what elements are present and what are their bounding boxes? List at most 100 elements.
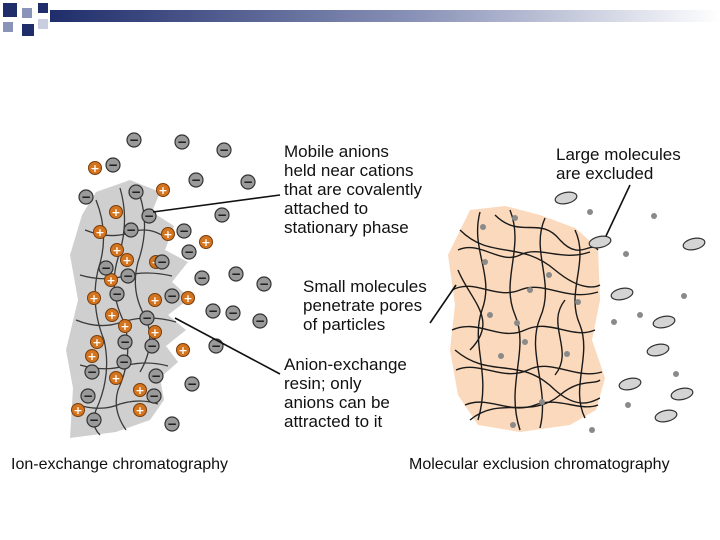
label-mobile-anions: Mobile anions held near cations that are…: [284, 142, 422, 237]
cation: +: [149, 326, 162, 340]
anion-sign: −: [191, 173, 201, 187]
anion: −: [106, 158, 120, 172]
anion-sign: −: [167, 289, 177, 303]
anion-sign: −: [87, 365, 97, 379]
cation: +: [134, 384, 147, 398]
anion: −: [215, 208, 229, 222]
ion-exchange-panel: +++++++++++++++++++++++−−−−−−−−−−−−−−−−−…: [66, 133, 271, 438]
cation: +: [72, 404, 85, 418]
anion-sign: −: [144, 209, 154, 223]
cation-sign: +: [158, 184, 167, 197]
small-molecule: [575, 299, 581, 305]
small-molecule: [527, 287, 533, 293]
cation: +: [121, 254, 134, 268]
small-molecule: [611, 319, 617, 325]
cation-sign: +: [92, 336, 101, 349]
cation-sign: +: [135, 404, 144, 417]
anion-sign: −: [89, 413, 99, 427]
large-molecule: [654, 408, 678, 423]
small-molecule: [480, 224, 486, 230]
anion-sign: −: [129, 133, 139, 147]
cation: +: [134, 404, 147, 418]
small-molecule: [673, 371, 679, 377]
anion-sign: −: [120, 335, 130, 349]
anion-sign: −: [108, 158, 118, 172]
anion-sign: −: [149, 389, 159, 403]
caption-molecular-exclusion: Molecular exclusion chromatography: [409, 456, 670, 474]
large-molecule: [682, 236, 706, 251]
anion-sign: −: [219, 143, 229, 157]
anion-sign: −: [126, 223, 136, 237]
cation-sign: +: [107, 309, 116, 322]
cation: +: [177, 344, 190, 358]
small-molecule: [623, 251, 629, 257]
anion-sign: −: [81, 190, 91, 204]
small-molecule: [512, 215, 518, 221]
pointer-small-molecules: [430, 285, 456, 323]
anion-sign: −: [167, 417, 177, 431]
anion: −: [165, 289, 179, 303]
anion: −: [110, 287, 124, 301]
small-molecule: [510, 422, 516, 428]
small-molecule: [587, 209, 593, 215]
cation-sign: +: [122, 254, 131, 267]
cation-sign: +: [163, 228, 172, 241]
anion: −: [121, 269, 135, 283]
anion: −: [145, 339, 159, 353]
small-molecule: [681, 293, 687, 299]
anion: −: [189, 173, 203, 187]
label-anion-exchange-resin: Anion-exchange resin; only anions can be…: [284, 355, 407, 431]
anion-sign: −: [101, 261, 111, 275]
cation-sign: +: [150, 294, 159, 307]
anion-sign: −: [112, 287, 122, 301]
large-molecule: [588, 234, 612, 249]
small-molecule: [482, 259, 488, 265]
anion: −: [85, 365, 99, 379]
anion: −: [87, 413, 101, 427]
cation: +: [106, 309, 119, 323]
large-molecule: [646, 342, 670, 357]
anion-sign: −: [184, 245, 194, 259]
anion-sign: −: [131, 185, 141, 199]
cation: +: [94, 226, 107, 240]
anion-sign: −: [177, 135, 187, 149]
small-molecule: [546, 272, 552, 278]
cation: +: [182, 292, 195, 306]
anion: −: [124, 223, 138, 237]
anion: −: [118, 335, 132, 349]
anion: −: [241, 175, 255, 189]
anion-sign: −: [179, 224, 189, 238]
anion: −: [149, 369, 163, 383]
cation: +: [162, 228, 175, 242]
small-molecule: [625, 402, 631, 408]
cation-sign: +: [201, 236, 210, 249]
large-molecule: [610, 286, 634, 301]
large-molecule: [670, 386, 694, 401]
large-molecule: [554, 190, 578, 205]
anion: −: [206, 304, 220, 318]
pointer-large-molecules: [606, 185, 630, 236]
cation: +: [149, 294, 162, 308]
anion-sign: −: [208, 304, 218, 318]
anion: −: [253, 314, 267, 328]
anion-sign: −: [228, 306, 238, 320]
small-molecule: [651, 213, 657, 219]
small-molecule: [564, 351, 570, 357]
cation-sign: +: [87, 350, 96, 363]
anion-sign: −: [217, 208, 227, 222]
anion: −: [195, 271, 209, 285]
small-molecule: [637, 312, 643, 318]
small-molecule: [522, 339, 528, 345]
anion: −: [177, 224, 191, 238]
anion: −: [182, 245, 196, 259]
anion: −: [127, 133, 141, 147]
large-molecule: [618, 376, 642, 391]
anion-sign: −: [151, 369, 161, 383]
anion-sign: −: [259, 277, 269, 291]
small-molecule: [498, 353, 504, 359]
anion-sign: −: [231, 267, 241, 281]
anion-sign: −: [83, 389, 93, 403]
anion: −: [209, 339, 223, 353]
anion: −: [129, 185, 143, 199]
cation: +: [200, 236, 213, 250]
